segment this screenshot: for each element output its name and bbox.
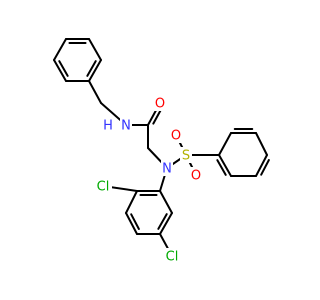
amide-hydrogen-label-background — [102, 117, 114, 133]
amide-nitrogen-label: N — [121, 119, 131, 134]
sulfonamide-nitrogen-label: N — [162, 162, 172, 177]
chlorine-para-label-background — [163, 248, 181, 264]
ring3-bond — [125, 212, 138, 235]
ring1-double-bond — [58, 60, 69, 77]
amide-hydrogen-label: H — [103, 119, 113, 134]
sulfonyl-oxygen-right-label: O — [191, 169, 201, 184]
ring2-bond — [218, 132, 232, 156]
chlorine-ortho-label: Cl — [97, 180, 110, 195]
ring3-double-bond — [157, 213, 168, 230]
ring1-bond — [88, 38, 102, 61]
sulfonyl-oxygen-right-label-background — [190, 167, 202, 183]
ring2-bond — [255, 132, 268, 156]
ring3-bond — [159, 212, 173, 235]
ring3-bond — [125, 190, 138, 214]
sulfonyl-oxygen-left-label: O — [171, 129, 181, 144]
sulfur-label-background — [180, 147, 192, 163]
ring2-bond — [255, 154, 268, 177]
sulfonamide-nitrogen-label-background — [161, 160, 173, 176]
sulfonyl-oxygen-left-label-background — [170, 127, 182, 143]
bonds-group — [53, 38, 270, 257]
chlorine-ortho-label-background — [94, 178, 112, 194]
chlorine-para-label: Cl — [166, 250, 179, 265]
carbonyl-oxygen-label-background — [154, 95, 166, 111]
ring2-double-bond — [216, 159, 227, 176]
ring1-bond — [53, 38, 67, 61]
amide-nitrogen-label-background — [120, 117, 132, 133]
ring3-bond — [159, 190, 173, 214]
ring1-bond — [88, 59, 102, 82]
ring1-bond — [53, 59, 67, 82]
sulfur-label: S — [182, 149, 190, 164]
ring1-double-bond — [86, 60, 97, 77]
benzyl-ch2-bond — [88, 80, 102, 104]
ring3-double-bond — [130, 213, 140, 230]
ring2-bond — [218, 154, 232, 177]
ring2-double-bond — [260, 159, 270, 176]
carbonyl-oxygen-label: O — [155, 97, 165, 112]
